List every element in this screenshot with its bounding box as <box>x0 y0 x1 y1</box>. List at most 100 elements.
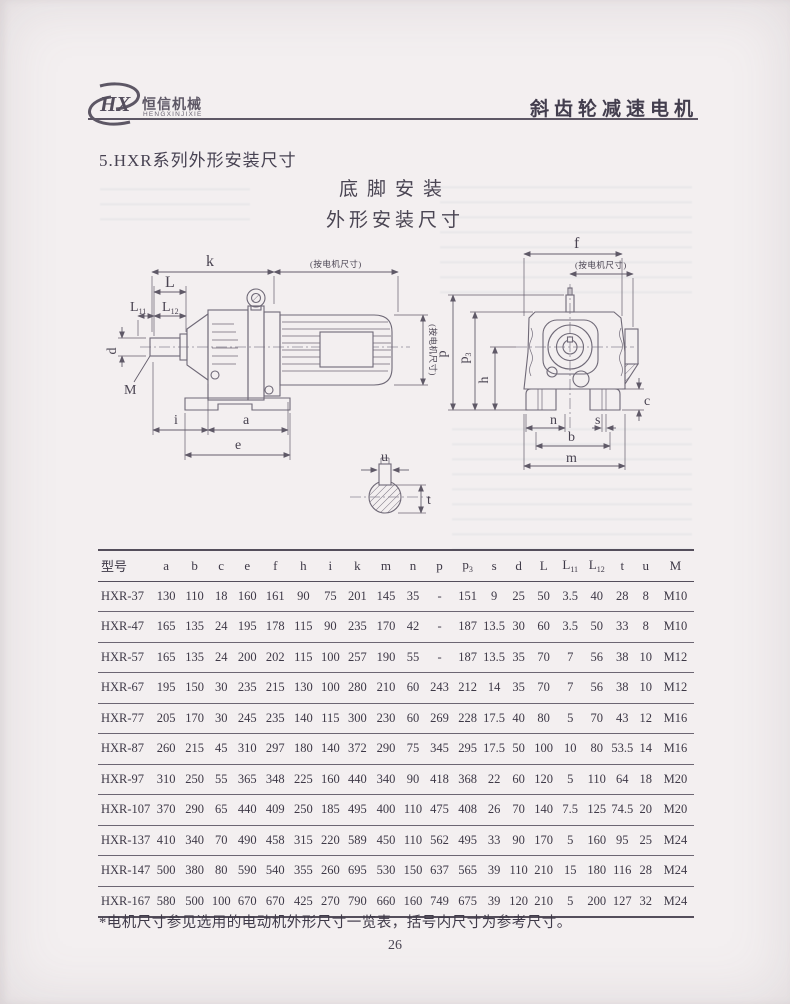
table-cell: M20 <box>656 764 694 795</box>
table-cell: 150 <box>180 672 210 704</box>
table-cell: 212 <box>453 672 482 704</box>
table-cell: 60 <box>506 764 531 795</box>
shaft-section-drawing <box>350 457 430 514</box>
table-cell: 201 <box>343 581 372 612</box>
dim-label-front-motor-note: (按电机尺寸) <box>575 260 627 270</box>
table-cell: 95 <box>609 825 635 856</box>
table-cell: 100 <box>317 672 344 704</box>
header-rule <box>88 118 698 120</box>
table-cell: 295 <box>453 733 482 765</box>
table-cell: 110 <box>506 855 531 887</box>
table-cell: 245 <box>233 703 262 734</box>
table-cell: M24 <box>656 886 694 918</box>
table-cell: 160 <box>233 581 262 612</box>
table-cell: 440 <box>233 794 262 826</box>
column-header: 型号 <box>98 549 153 582</box>
table-cell: 45 <box>209 733 234 765</box>
table-cell: 9 <box>481 581 507 612</box>
table-cell: 270 <box>317 886 344 918</box>
table-cell: 372 <box>343 733 372 765</box>
column-header: u <box>634 549 657 582</box>
drawing-heading: 底脚安装 外形安装尺寸 <box>240 174 550 232</box>
model-cell: HXR-97 <box>98 764 153 795</box>
table-cell: 340 <box>371 764 401 795</box>
column-header: n <box>400 549 426 582</box>
table-cell: 17.5 <box>481 733 507 765</box>
table-cell: 150 <box>400 855 426 887</box>
table-cell: 450 <box>371 825 401 856</box>
table-cell: 160 <box>317 764 344 795</box>
model-cell: HXR-107 <box>98 794 153 826</box>
table-cell: 28 <box>609 581 635 612</box>
table-cell: 368 <box>453 764 482 795</box>
logo-name-en: HENGXINJIXIE <box>143 111 203 118</box>
table-cell: 290 <box>180 794 210 826</box>
table-cell: 235 <box>343 611 372 643</box>
table-cell: 90 <box>317 611 344 643</box>
column-header: L12 <box>583 549 610 582</box>
table-cell: 475 <box>425 794 454 826</box>
table-cell: 495 <box>453 825 482 856</box>
table-cell: 5 <box>556 703 584 734</box>
column-header: f <box>261 549 290 582</box>
table-cell: 205 <box>152 703 181 734</box>
footnote: *电机尺寸参见选用的电动机外形尺寸一览表，括号内尺寸为参考尺寸。 <box>99 915 572 931</box>
table-cell: 749 <box>425 886 454 918</box>
table-cell: 75 <box>317 581 344 612</box>
table-cell: 90 <box>506 825 531 856</box>
table-cell: 180 <box>289 733 318 765</box>
column-header: L <box>530 549 557 582</box>
table-cell: 8 <box>634 611 657 643</box>
front-view-drawing <box>516 284 640 428</box>
table-cell: 260 <box>152 733 181 765</box>
installation-drawing: k (按电机尺寸) L L11 L12 d M i a e (按电机尺寸) u … <box>105 235 650 514</box>
table-cell: 161 <box>261 581 290 612</box>
table-cell: 530 <box>371 855 401 887</box>
model-cell: HXR-67 <box>98 672 153 704</box>
table-cell: 24 <box>209 642 234 673</box>
table-cell: 35 <box>506 672 531 704</box>
table-cell: 215 <box>180 733 210 765</box>
table-cell: 185 <box>317 794 344 826</box>
table-cell: 7.5 <box>556 794 584 826</box>
table-cell: 200 <box>233 642 262 673</box>
table-cell: 160 <box>583 825 610 856</box>
table-cell: 695 <box>343 855 372 887</box>
table-cell: 660 <box>371 886 401 918</box>
table-cell: 340 <box>180 825 210 856</box>
table-cell: 5 <box>556 764 584 795</box>
table-cell: 90 <box>400 764 426 795</box>
table-cell: 115 <box>289 611 318 643</box>
column-header: a <box>152 549 181 582</box>
table-cell: 42 <box>400 611 426 643</box>
table-cell: 310 <box>233 733 262 765</box>
table-cell: 370 <box>152 794 181 826</box>
dim-label-b: b <box>568 430 575 445</box>
table-cell: 24 <box>209 611 234 643</box>
table-cell: 30 <box>209 672 234 704</box>
table-cell: 3.5 <box>556 581 584 612</box>
table-cell: 70 <box>583 703 610 734</box>
table-cell: 35 <box>400 581 426 612</box>
dim-label-e: e <box>235 438 241 453</box>
table-cell: 100 <box>530 733 557 765</box>
column-header: M <box>656 549 694 582</box>
table-cell: 80 <box>530 703 557 734</box>
dim-label-c: c <box>644 394 650 409</box>
table-cell: 3.5 <box>556 611 584 643</box>
front-view-dimensions <box>448 251 644 470</box>
table-cell: 348 <box>261 764 290 795</box>
table-cell: 55 <box>400 642 426 673</box>
table-cell: 365 <box>233 764 262 795</box>
table-cell: 297 <box>261 733 290 765</box>
model-cell: HXR-87 <box>98 733 153 765</box>
table-cell: 60 <box>530 611 557 643</box>
table-cell: 440 <box>343 764 372 795</box>
